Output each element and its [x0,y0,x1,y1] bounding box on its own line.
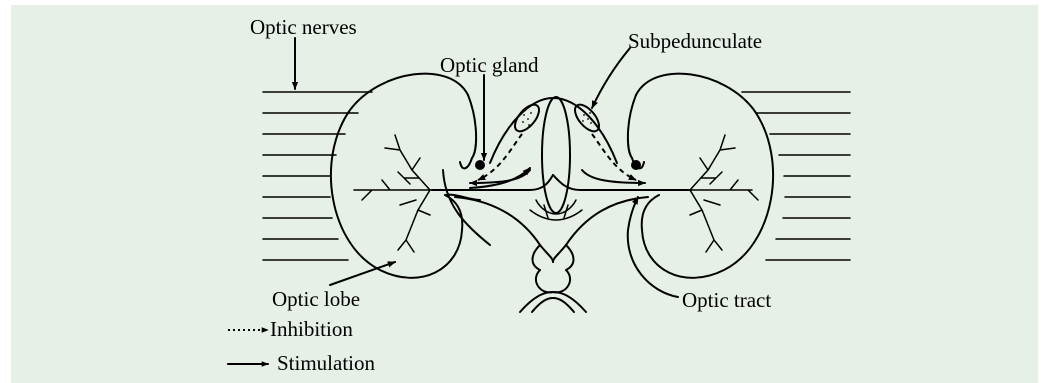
optic-tract-label: Optic tract [682,288,771,312]
right-subpedunculate [571,101,604,136]
right-optic-lobe [628,74,773,278]
subpedunculate-pointer [592,48,630,108]
vertical-lobe [542,97,570,213]
optic-tract-pointer [628,197,678,297]
legend: Inhibition Stimulation [228,317,376,375]
optic-lobe-label: Optic lobe [272,287,360,311]
left-stimulation-arrow [470,170,530,183]
optic-gland-label: Optic gland [440,53,539,77]
inhibition-legend-label: Inhibition [270,317,353,341]
right-stimulation-arrow [582,170,645,183]
left-optic-nerves [263,92,372,260]
right-dendrite-tree [690,135,758,252]
tract-to-gland-arrow-left [470,168,530,188]
left-lobe-notch [460,158,472,168]
subpedunculate-label: Subpedunculate [628,29,762,53]
left-tract-lower [455,197,553,262]
left-dendrite-tree [354,135,432,252]
lower-branches [520,292,586,312]
optic-nerves-label: Optic nerves [250,15,357,39]
right-optic-gland [631,160,641,170]
left-subpedunculate [511,101,544,136]
stimulation-legend-label: Stimulation [277,351,376,375]
lower-stalk [533,245,574,292]
left-optic-gland [475,160,485,170]
vertical-lobe-fibers [530,200,582,220]
optic-lobe-pointer [330,262,395,285]
